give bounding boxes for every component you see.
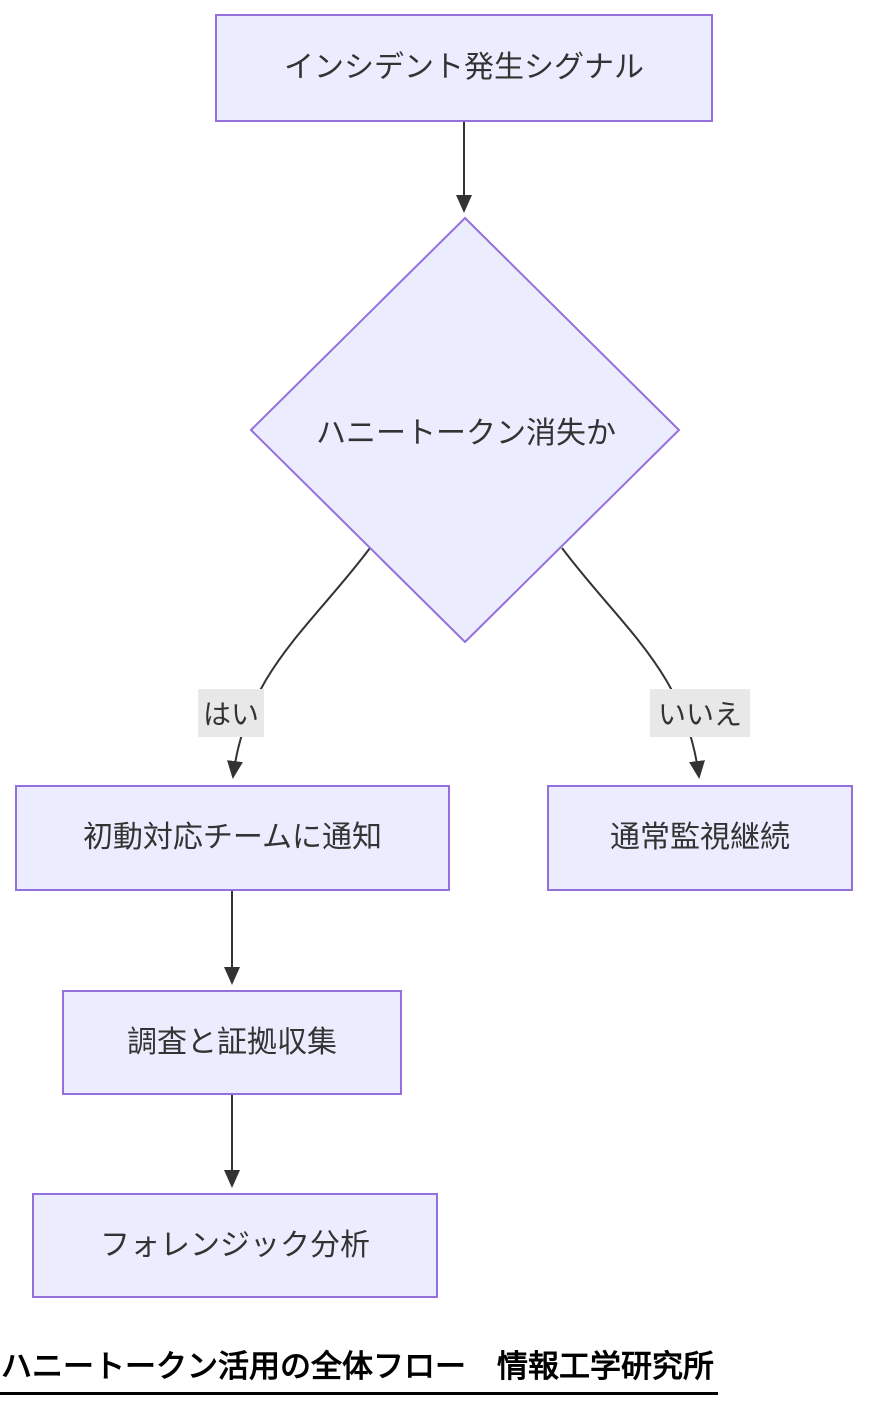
- diagram-caption: ハニートークン活用の全体フロー 情報工学研究所: [0, 1349, 718, 1395]
- node-forensic-label: フォレンジック分析: [100, 1228, 370, 1262]
- node-investigate-label: 調査と証拠収集: [127, 1025, 337, 1059]
- decision-diamond-shape: [249, 216, 681, 644]
- node-decision-label: ハニートークン消失か: [316, 417, 616, 450]
- edge-label-no: いいえ: [650, 689, 750, 737]
- node-continue-monitoring: 通常監視継続: [547, 785, 853, 891]
- node-notify-response-team: 初動対応チームに通知: [15, 785, 450, 891]
- node-decision-honeytoken-lost: ハニートークン消失か: [266, 404, 666, 456]
- edge-decision-to-monitor: [561, 547, 705, 779]
- node-monitor-label: 通常監視継続: [610, 821, 790, 854]
- edge-label-yes-text: はい: [202, 699, 259, 730]
- edge-label-yes: はい: [198, 689, 264, 737]
- edge-label-no-text: いいえ: [657, 699, 742, 730]
- node-notify-label: 初動対応チームに通知: [82, 821, 383, 854]
- node-incident-signal: インシデント発生シグナル: [215, 14, 713, 122]
- node-incident-signal-label: インシデント発生シグナル: [284, 51, 644, 84]
- node-investigate-evidence: 調査と証拠収集: [62, 990, 402, 1095]
- node-forensic-analysis: フォレンジック分析: [32, 1193, 438, 1298]
- edge-decision-to-notify: [227, 547, 371, 779]
